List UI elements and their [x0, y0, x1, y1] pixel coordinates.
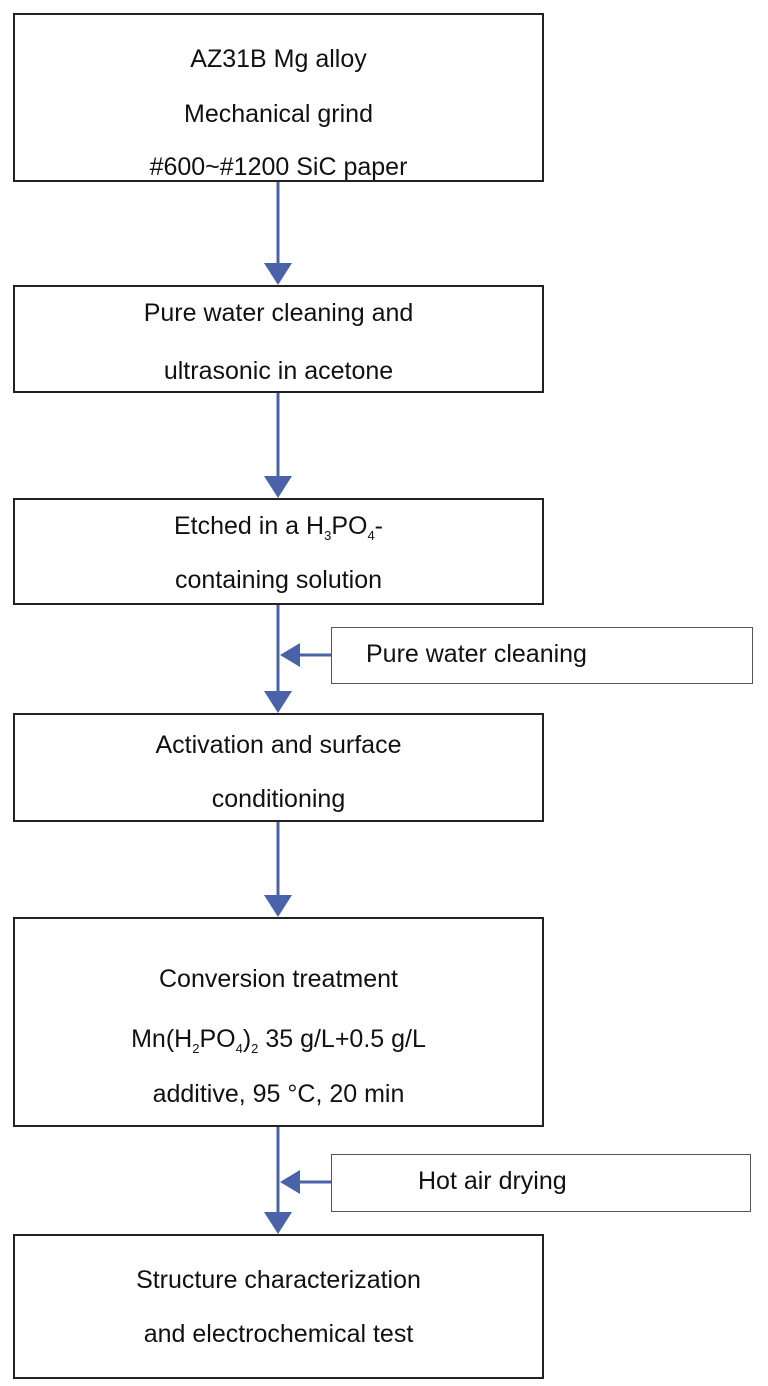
conv-sub-2: 4 [235, 1041, 243, 1056]
conv-text-mid: PO [199, 1025, 236, 1053]
conv-text-pre: Mn(H [131, 1025, 193, 1053]
conv-text-post: 35 g/L+0.5 g/L [258, 1025, 426, 1053]
etch-text-pre: Etched in a H [173, 512, 325, 540]
arrow-side-water-cleaning-head [280, 643, 300, 667]
arrow-side-hot-air-drying-head [280, 1170, 300, 1194]
arrow-1-to-2-head [264, 263, 292, 285]
conv-text-mid2: ) [242, 1025, 252, 1053]
arrow-4-to-5-head [264, 895, 292, 917]
step-6-line-2: and electrochemical test [143, 1320, 414, 1348]
step-box-4: Activation and surface conditioning [13, 713, 544, 822]
step-3-line-2: containing solution [174, 566, 383, 594]
conv-sub-1: 2 [192, 1041, 200, 1056]
step-box-6: Structure characterization and electroch… [13, 1234, 544, 1379]
step-2-line-1: Pure water cleaning and [143, 299, 414, 327]
step-3-line-1: Etched in a H3PO4- [15, 512, 542, 543]
side-box-1-label: Pure water cleaning [366, 640, 587, 668]
step-5-line-3: additive, 95 °C, 20 min [152, 1080, 405, 1108]
step-1-line-1: AZ31B Mg alloy [190, 45, 367, 73]
step-5-line-2: Mn(H2PO4)2 35 g/L+0.5 g/L [15, 1025, 542, 1056]
step-box-5: Conversion treatment Mn(H2PO4)2 35 g/L+0… [13, 917, 544, 1127]
arrow-5-to-6-head [264, 1212, 292, 1234]
etch-sub-2: 4 [367, 528, 375, 543]
side-box-2-label: Hot air drying [418, 1167, 567, 1195]
conv-sub-3: 2 [251, 1041, 259, 1056]
step-box-2: Pure water cleaning and ultrasonic in ac… [13, 285, 544, 393]
side-box-hot-air-drying: Hot air drying [331, 1154, 751, 1212]
step-1-line-3: #600~#1200 SiC paper [149, 153, 408, 181]
step-2-line-2: ultrasonic in acetone [163, 357, 394, 385]
side-box-water-cleaning: Pure water cleaning [331, 627, 753, 684]
etch-sub-1: 3 [324, 528, 332, 543]
step-1-line-2: Mechanical grind [184, 100, 373, 128]
step-4-line-2: conditioning [211, 785, 346, 813]
step-5-line-1: Conversion treatment [158, 965, 398, 993]
etch-text-mid: PO [331, 512, 368, 540]
arrow-2-to-3-head [264, 476, 292, 498]
step-box-1: AZ31B Mg alloy Mechanical grind #600~#12… [13, 13, 544, 182]
step-4-line-1: Activation and surface [155, 731, 402, 759]
step-box-3: Etched in a H3PO4- containing solution [13, 498, 544, 605]
arrow-3-to-4-head [264, 691, 292, 713]
step-6-line-1: Structure characterization [136, 1266, 421, 1294]
etch-text-post: - [374, 512, 383, 540]
